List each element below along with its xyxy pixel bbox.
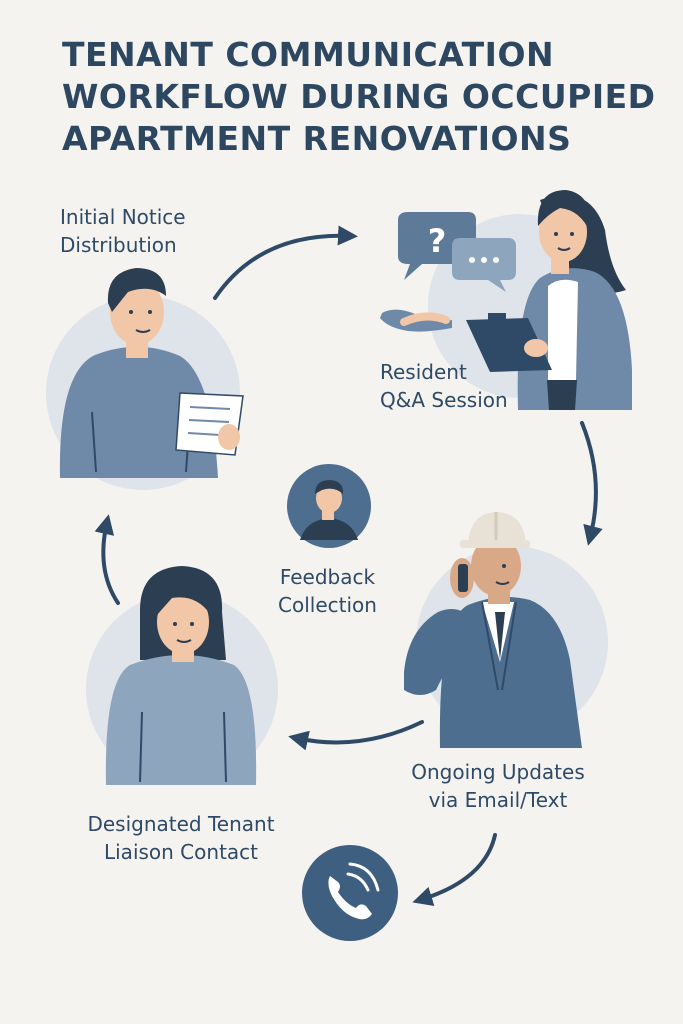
initial-notice-illustration bbox=[46, 268, 244, 490]
step-ongoing-updates-line1: Ongoing Updates bbox=[411, 760, 585, 784]
liaison-illustration bbox=[86, 566, 278, 785]
step-initial-notice-line2: Distribution bbox=[60, 233, 177, 257]
arrow-updates-to-phone bbox=[412, 833, 497, 907]
arrow-updates-to-liaison bbox=[288, 720, 424, 751]
step-liaison-line2: Liaison Contact bbox=[103, 840, 258, 864]
qa-session-illustration: ? bbox=[380, 190, 632, 410]
phone-icon bbox=[302, 845, 398, 941]
step-initial-notice-label: Initial Notice Distribution bbox=[60, 203, 186, 259]
ongoing-updates-illustration bbox=[404, 512, 608, 748]
title-line-3: APARTMENT RENOVATIONS bbox=[62, 119, 572, 158]
step-feedback-label: Feedback Collection bbox=[278, 563, 377, 619]
step-initial-notice-line1: Initial Notice bbox=[60, 205, 186, 229]
step-qa-session-label: Resident Q&A Session bbox=[380, 358, 508, 414]
title-line-1: TENANT COMMUNICATION bbox=[62, 35, 555, 74]
arrow-notice-to-qa bbox=[213, 225, 358, 300]
page-title: TENANT COMMUNICATION WORKFLOW DURING OCC… bbox=[62, 34, 662, 160]
step-feedback-line1: Feedback bbox=[279, 565, 376, 589]
title-line-2: WORKFLOW DURING OCCUPIED bbox=[62, 77, 656, 116]
question-mark-text: ? bbox=[428, 222, 447, 260]
arrow-qa-to-updates bbox=[580, 421, 603, 546]
arrow-liaison-to-notice bbox=[94, 514, 120, 605]
step-ongoing-updates-line2: via Email/Text bbox=[428, 788, 568, 812]
step-liaison-line1: Designated Tenant bbox=[87, 812, 275, 836]
step-qa-session-line2: Q&A Session bbox=[380, 388, 508, 412]
feedback-avatar bbox=[287, 464, 371, 548]
step-ongoing-updates-label: Ongoing Updates via Email/Text bbox=[398, 758, 598, 814]
step-liaison-label: Designated Tenant Liaison Contact bbox=[66, 810, 296, 866]
step-feedback-line2: Collection bbox=[278, 593, 377, 617]
chat-dots-bubble-icon bbox=[452, 238, 516, 292]
step-qa-session-line1: Resident bbox=[380, 360, 467, 384]
